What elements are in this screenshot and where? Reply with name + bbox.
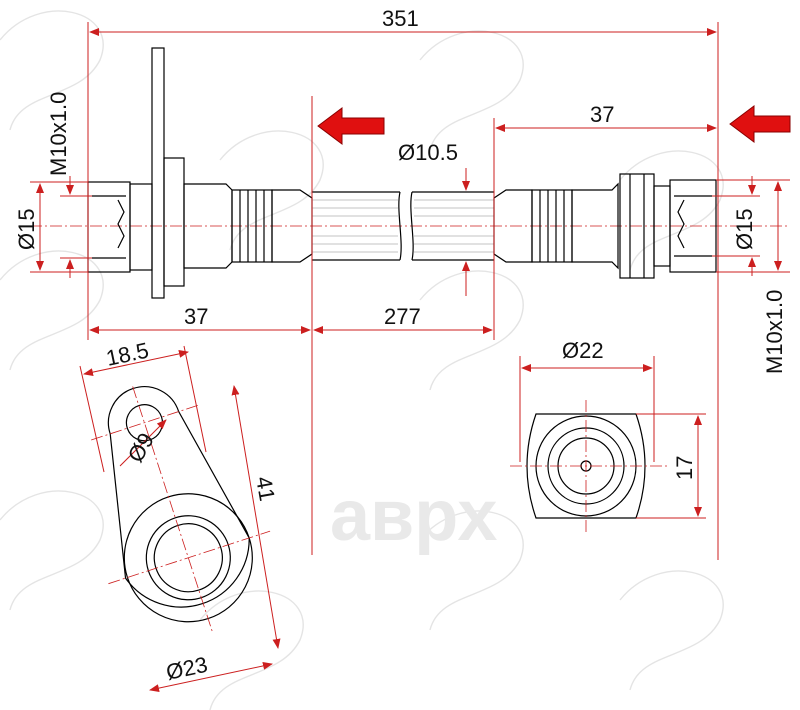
dim-right-thread: M10x1.0 xyxy=(762,290,787,374)
dim-left-diameter: Ø15 xyxy=(14,208,39,250)
dim-right-fitting-length: 37 xyxy=(590,102,614,127)
flow-arrow-icon xyxy=(729,105,791,143)
nut-detail xyxy=(510,356,706,532)
hose-body xyxy=(312,191,494,261)
flow-arrow-left xyxy=(317,107,385,145)
bracket-detail xyxy=(79,345,281,693)
dim-bracket-hole: Ø9 xyxy=(123,429,159,467)
dimension-lines xyxy=(30,22,790,560)
watermark-text: аврх xyxy=(330,476,497,556)
watermark: аврх xyxy=(0,10,724,710)
dim-hose-length: 277 xyxy=(384,304,421,329)
dim-nut-diameter: Ø22 xyxy=(562,338,604,363)
left-fitting xyxy=(87,47,313,299)
dim-right-diameter: Ø15 xyxy=(732,208,757,250)
dim-left-fitting-length: 37 xyxy=(184,304,208,329)
dim-bracket-length: 41 xyxy=(251,475,280,503)
dim-nut-flat: 17 xyxy=(672,456,697,480)
flow-arrow-icon xyxy=(317,107,385,145)
dim-hose-diameter: Ø10.5 xyxy=(398,140,458,165)
dim-bracket-boss: Ø23 xyxy=(164,652,210,685)
dim-overall-length: 351 xyxy=(382,6,419,31)
dim-bracket-width: 18.5 xyxy=(104,338,151,371)
dim-left-thread: M10x1.0 xyxy=(46,92,71,176)
flow-arrow-right xyxy=(729,105,791,143)
